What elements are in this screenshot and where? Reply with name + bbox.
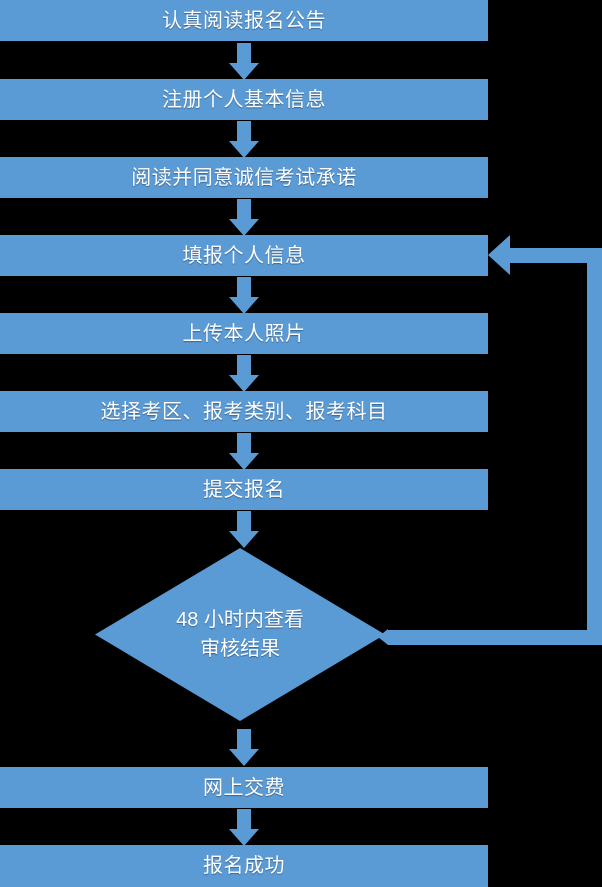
arrow-head [229, 297, 259, 314]
flow-node-submit-application[interactable]: 提交报名 [0, 469, 488, 510]
feedback-loop-bottom-segment [388, 630, 602, 645]
arrow-shaft [237, 355, 251, 377]
flow-node-select-exam-area-category-subject[interactable]: 选择考区、报考类别、报考科目 [0, 391, 488, 432]
connector-arrow-8 [229, 729, 259, 766]
flow-node-registration-success[interactable]: 报名成功 [0, 845, 488, 887]
arrow-head [229, 829, 259, 846]
arrow-head [229, 375, 259, 392]
connector-arrow-9 [229, 809, 259, 846]
flow-node-label: 注册个人基本信息 [162, 88, 326, 111]
flow-node-register-basic-info[interactable]: 注册个人基本信息 [0, 79, 488, 120]
arrow-shaft [237, 809, 251, 831]
flow-node-upload-photo[interactable]: 上传本人照片 [0, 313, 488, 354]
arrow-head [229, 141, 259, 158]
connector-arrow-7 [229, 511, 259, 548]
connector-arrow-1 [229, 43, 259, 80]
flow-node-label: 认真阅读报名公告 [162, 9, 326, 32]
flow-node-label: 上传本人照片 [182, 322, 306, 345]
arrow-shaft [237, 199, 251, 221]
arrow-shaft [237, 43, 251, 65]
feedback-loop-arrow-head-icon [488, 235, 510, 275]
arrow-shaft [237, 729, 251, 751]
flow-node-label: 网上交费 [203, 776, 285, 799]
diamond-shape [95, 548, 385, 721]
arrow-head [229, 453, 259, 470]
connector-arrow-3 [229, 199, 259, 236]
flow-node-fill-personal-info[interactable]: 填报个人信息 [0, 235, 488, 276]
arrow-head [229, 63, 259, 80]
connector-arrow-2 [229, 121, 259, 158]
arrow-shaft [237, 511, 251, 533]
arrow-shaft [237, 121, 251, 143]
flow-node-label: 阅读并同意诚信考试承诺 [131, 166, 357, 189]
flow-node-label: 提交报名 [203, 478, 285, 501]
connector-arrow-6 [229, 433, 259, 470]
arrow-head [229, 531, 259, 548]
arrow-head [229, 219, 259, 236]
connector-arrow-4 [229, 277, 259, 314]
flow-node-label: 填报个人信息 [182, 244, 306, 267]
feedback-loop-top-segment [510, 248, 602, 263]
flow-node-label: 报名成功 [203, 855, 285, 877]
feedback-loop-left-tip-icon [378, 629, 388, 645]
flow-node-agree-integrity-pledge[interactable]: 阅读并同意诚信考试承诺 [0, 157, 488, 198]
flow-node-label: 选择考区、报考类别、报考科目 [100, 400, 388, 423]
flow-node-read-announcement[interactable]: 认真阅读报名公告 [0, 0, 488, 41]
feedback-loop-right-segment [587, 248, 602, 645]
arrow-shaft [237, 433, 251, 455]
flow-node-online-payment[interactable]: 网上交费 [0, 767, 488, 808]
connector-arrow-5 [229, 355, 259, 392]
arrow-head [229, 749, 259, 766]
flow-node-check-review-result[interactable]: 48 小时内查看 审核结果 [95, 548, 385, 721]
arrow-shaft [237, 277, 251, 299]
